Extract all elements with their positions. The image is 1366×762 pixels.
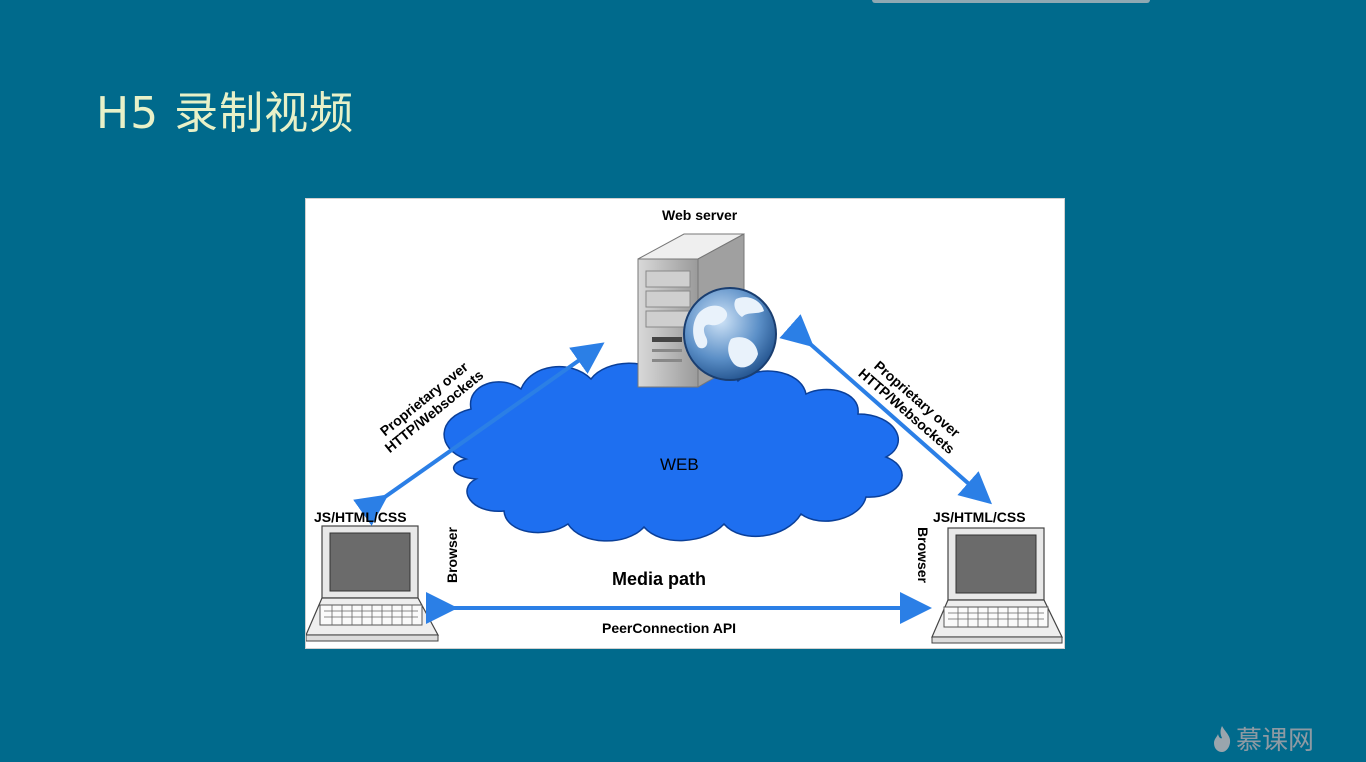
cloud-label: WEB bbox=[660, 455, 699, 474]
right-laptop-icon bbox=[931, 527, 1063, 644]
watermark-text: 慕课网 bbox=[1236, 726, 1315, 756]
right-browser-label: Browser bbox=[915, 526, 932, 584]
left-browser-label: Browser bbox=[444, 526, 461, 584]
globe-icon bbox=[683, 287, 777, 381]
webrtc-diagram: Web server WEB JS/HTML/CSS JS/HTML/CSS M… bbox=[305, 198, 1065, 649]
right-client-label: JS/HTML/CSS bbox=[933, 509, 1026, 525]
left-signaling-arrow bbox=[353, 342, 605, 526]
slide-title: H5 录制视频 bbox=[96, 88, 355, 140]
left-client-label: JS/HTML/CSS bbox=[314, 509, 407, 525]
flame-icon bbox=[1214, 725, 1231, 752]
peer-connection-label: PeerConnection API bbox=[602, 620, 737, 636]
media-path-label: Media path bbox=[612, 569, 707, 589]
top-edge-bar bbox=[872, 0, 1150, 3]
left-laptop-icon bbox=[306, 525, 440, 642]
diagram-graphics bbox=[306, 233, 1063, 644]
watermark: 慕课网 bbox=[1212, 720, 1314, 757]
right-signaling-arrow bbox=[779, 314, 992, 505]
web-cloud bbox=[443, 362, 903, 542]
web-server-label: Web server bbox=[662, 207, 738, 223]
